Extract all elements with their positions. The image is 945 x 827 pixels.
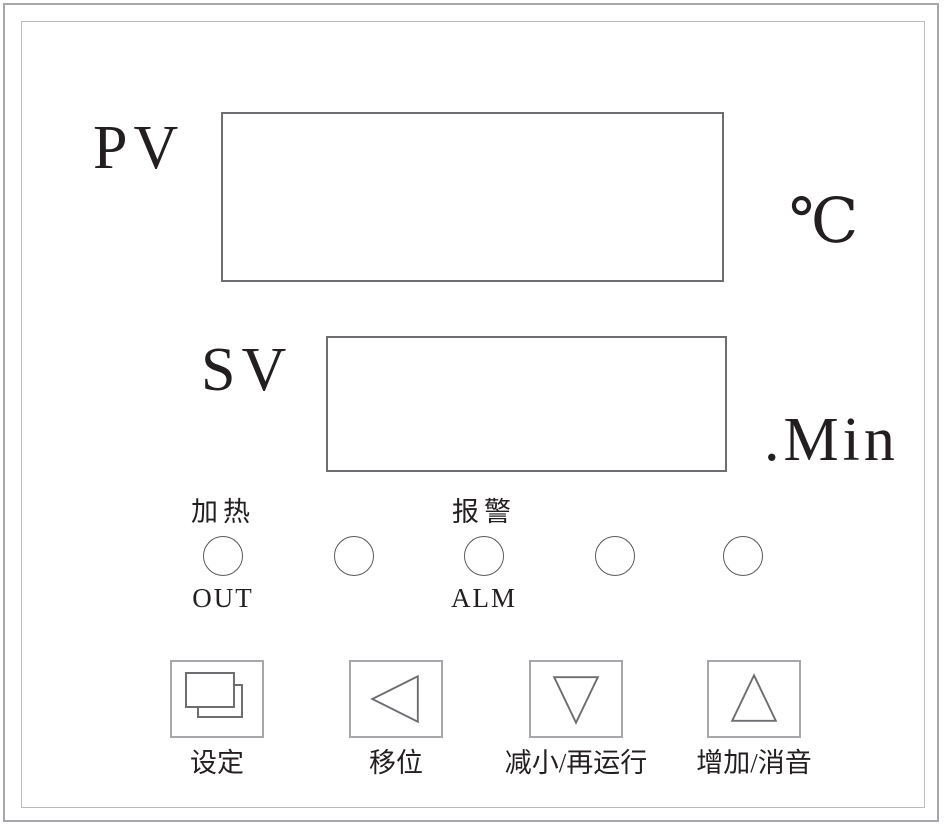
shift-button-group[interactable]: 移位	[339, 660, 453, 779]
pv-display	[221, 112, 724, 282]
triangle-down-icon	[552, 676, 600, 725]
shift-button[interactable]	[349, 660, 443, 738]
sv-value	[328, 338, 725, 470]
set-button[interactable]	[170, 660, 264, 738]
decrease-run-button-group[interactable]: 减小/再运行	[486, 660, 666, 779]
indicator-group-out: 加热 OUT	[158, 495, 288, 614]
indicator-group-4	[550, 495, 680, 614]
indicator-top-label-4	[550, 495, 680, 531]
indicator-row: 加热 OUT 报警 ALM	[5, 495, 945, 645]
triangle-left-icon	[370, 674, 419, 724]
indicator-group-2	[289, 495, 419, 614]
sv-display	[326, 336, 727, 472]
controller-panel-outer-frame: PV ℃ SV .Min 加热 OUT 报警 ALM	[3, 3, 939, 822]
indicator-top-label-alarm: 报警	[452, 497, 516, 527]
led-circle-icon-alm	[464, 536, 504, 576]
decrease-run-button-label: 减小/再运行	[504, 748, 648, 778]
indicator-bottom-label-alm: ALM	[451, 583, 517, 613]
indicator-group-5	[678, 495, 808, 614]
led-circle-icon-out	[203, 536, 243, 576]
button-row: 设定 移位 减小/再运行 增加/消音	[5, 660, 945, 790]
pv-unit-celsius: ℃	[789, 188, 859, 256]
led-circle-icon-2	[334, 536, 374, 576]
triangle-up-icon	[730, 673, 778, 722]
pv-label: PV	[93, 114, 185, 182]
sv-unit-minutes: .Min	[764, 406, 899, 474]
decrease-run-button[interactable]	[529, 660, 623, 738]
set-button-group[interactable]: 设定	[160, 660, 274, 779]
pv-value	[223, 114, 722, 280]
increase-mute-button[interactable]	[707, 660, 801, 738]
sv-label: SV	[201, 336, 293, 404]
increase-mute-button-group[interactable]: 增加/消音	[677, 660, 831, 779]
indicator-bottom-label-4	[550, 582, 680, 614]
led-circle-icon-4	[595, 536, 635, 576]
increase-mute-button-label: 增加/消音	[696, 748, 812, 778]
indicator-top-label-5	[678, 495, 808, 531]
led-circle-icon-5	[723, 536, 763, 576]
set-pages-icon-front	[185, 672, 235, 708]
indicator-group-alm: 报警 ALM	[419, 495, 549, 614]
indicator-top-label-2	[289, 495, 419, 531]
set-button-label: 设定	[190, 748, 244, 778]
indicator-bottom-label-2	[289, 582, 419, 614]
indicator-bottom-label-out: OUT	[192, 583, 254, 613]
indicator-top-label-heat: 加热	[191, 497, 255, 527]
indicator-bottom-label-5	[678, 582, 808, 614]
shift-button-label: 移位	[369, 748, 423, 778]
